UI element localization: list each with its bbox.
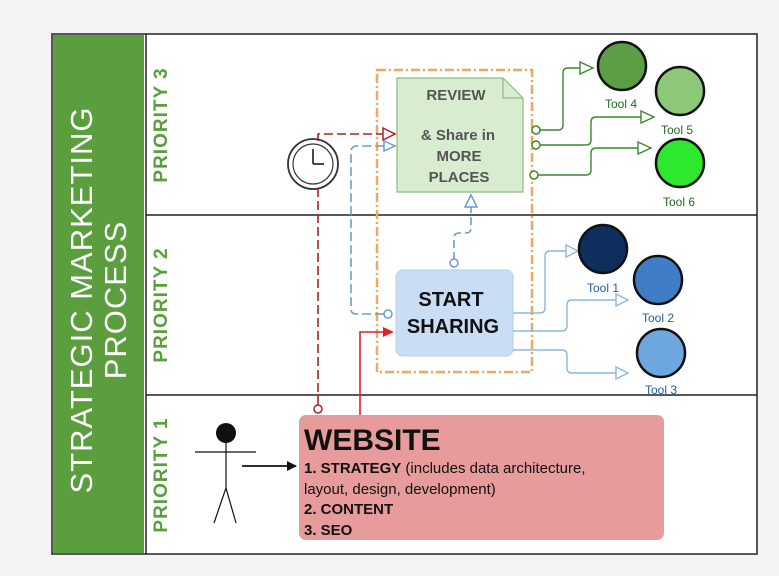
tool2-circle: [632, 254, 684, 306]
sharing-line1: START: [418, 289, 483, 311]
review-to-tool4-line: [540, 67, 580, 131]
side-title-band: [53, 35, 144, 553]
review-line3: MORE: [437, 148, 482, 165]
sharing-up-to-review: [453, 206, 472, 260]
sharing-up-arrowhead: [463, 193, 479, 208]
sharing-to-tool3-arrowhead: [615, 365, 630, 381]
side-title-line2: PROCESS: [98, 221, 133, 380]
review-line1: REVIEW: [426, 87, 486, 104]
priority-1-label: PRIORITY 1: [151, 417, 172, 532]
website-title: WEBSITE: [304, 424, 441, 457]
website-item1: 1. STRATEGY (includes data architecture,: [304, 460, 586, 477]
tool3-label: Tool 3: [645, 383, 677, 397]
website-connector-dot: [313, 404, 323, 414]
tool4-circle: [596, 40, 648, 92]
priority-3-label: PRIORITY 3: [151, 67, 172, 182]
review-to-tool6-line: [538, 147, 638, 176]
sharing-to-tool1-arrowhead: [565, 243, 580, 259]
website-box: [299, 415, 664, 540]
review-line2: & Share in: [421, 127, 495, 144]
review-line4: PLACES: [429, 169, 490, 186]
clock-to-review-dashed: [317, 133, 383, 141]
website-item1-line2: layout, design, development): [304, 481, 496, 498]
tool1-label: Tool 1: [587, 281, 619, 295]
tool6-circle: [654, 137, 706, 189]
review-to-tool5-arrowhead: [640, 109, 656, 125]
sharing-to-tool2-arrowhead: [615, 292, 630, 308]
side-title-line1: STRATEGIC MARKETING: [64, 106, 99, 493]
website-item3: 3. SEO: [304, 522, 353, 539]
tool5-circle: [654, 65, 706, 117]
sharing-to-tool3-line: [513, 349, 616, 374]
clock-icon: [287, 138, 339, 190]
review-box-fold: [502, 78, 523, 99]
sharing-loop-dot: [383, 309, 393, 319]
tool3-circle: [635, 327, 687, 379]
sharing-up-dot: [449, 258, 459, 268]
website-to-sharing-line: [359, 331, 384, 415]
review-dot-2: [531, 140, 541, 150]
sharing-line2: SHARING: [407, 316, 499, 338]
website-item2: 2. CONTENT: [304, 501, 393, 518]
tool6-label: Tool 6: [663, 195, 695, 209]
review-dot-3: [529, 170, 539, 180]
review-box: [396, 77, 524, 193]
website-to-sharing-arrowhead: [383, 327, 394, 337]
tool4-label: Tool 4: [605, 97, 637, 111]
review-dot-1: [531, 125, 541, 135]
sharing-to-tool1-line: [513, 250, 566, 314]
review-to-tool4-arrowhead: [579, 60, 595, 76]
user-figure-icon: [195, 423, 256, 524]
review-to-tool5-line: [540, 116, 641, 146]
dashed-group-container: [375, 68, 534, 374]
review-to-tool6-arrowhead: [637, 140, 653, 156]
tool5-label: Tool 5: [661, 123, 693, 137]
start-sharing-box: [395, 269, 514, 357]
priority-2-label: PRIORITY 2: [151, 247, 172, 362]
sharing-to-tool2-line: [513, 299, 616, 332]
tool2-label: Tool 2: [642, 311, 674, 325]
tool1-circle: [577, 223, 629, 275]
sharing-loop-arrowhead: [383, 139, 397, 153]
clock-to-review-arrowhead: [382, 126, 397, 142]
sharing-to-review-loop: [350, 145, 384, 315]
